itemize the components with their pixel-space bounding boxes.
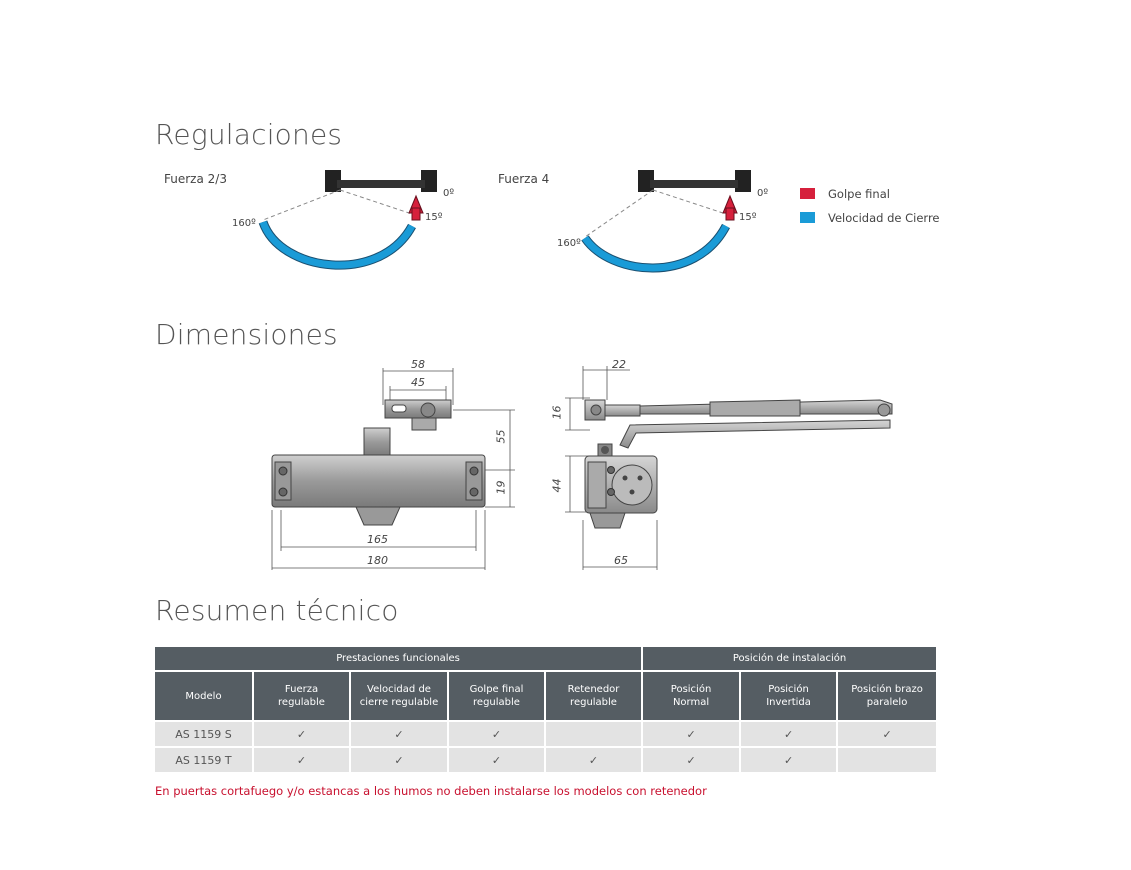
dim-19: 19	[494, 480, 508, 495]
dim-55: 55	[494, 429, 508, 444]
table-cell: ✓	[349, 746, 447, 772]
diagram-fuerza-4	[581, 170, 751, 273]
table-cell: ✓	[641, 746, 740, 772]
diagram-label-fuerza-4: Fuerza 4	[498, 172, 550, 186]
dim-16: 16	[550, 405, 564, 420]
diagram-fuerza-2-3	[258, 170, 437, 270]
table-cell	[544, 720, 642, 746]
legend-swatch-golpe-final	[800, 188, 815, 199]
dim-58: 58	[411, 358, 425, 371]
table-cell: ✓	[836, 720, 937, 746]
table-cell	[836, 746, 937, 772]
angle-0-right: 0º	[757, 188, 769, 199]
legend-label-velocidad-cierre: Velocidad de Cierre	[828, 211, 940, 225]
legend-swatch-velocidad-cierre	[800, 212, 815, 223]
dim-165: 165	[367, 533, 388, 546]
dim-22: 22	[612, 358, 626, 371]
warning-note: En puertas cortafuego y/o estancas a los…	[155, 784, 707, 798]
dim-180: 180	[367, 554, 388, 567]
section-title-resumen: Resumen técnico	[155, 594, 399, 627]
table-cell: ✓	[252, 746, 349, 772]
dim-44: 44	[550, 478, 564, 493]
table-header-paralelo: Posición brazo paralelo	[836, 670, 937, 720]
table-cell: ✓	[739, 720, 837, 746]
table-cell-model: AS 1159 T	[155, 746, 252, 772]
section-title-dimensiones: Dimensiones	[155, 318, 338, 351]
dim-45: 45	[411, 376, 425, 389]
table-group-prestaciones: Prestaciones funcionales	[155, 647, 642, 670]
table-row: AS 1159 T ✓ ✓ ✓ ✓ ✓ ✓	[155, 746, 937, 772]
table-header-retenedor-text: Retenedor regulable	[567, 684, 620, 708]
table-cell: ✓	[641, 720, 740, 746]
table-header-velocidad-text: Velocidad de cierre regulable	[359, 684, 439, 708]
table-row: AS 1159 S ✓ ✓ ✓ ✓ ✓ ✓	[155, 720, 937, 746]
table-header-normal-text: Posición Normal	[670, 684, 712, 708]
table-cell: ✓	[252, 720, 349, 746]
table-header-retenedor: Retenedor regulable	[544, 670, 642, 720]
angle-15-right: 15º	[739, 212, 757, 223]
angle-160-left: 160º	[232, 218, 256, 229]
dimension-drawing-side	[565, 366, 893, 570]
table-header-modelo: Modelo	[155, 670, 252, 720]
table-cell: ✓	[447, 720, 544, 746]
angle-15-left: 15º	[425, 212, 443, 223]
table-header-golpe: Golpe final regulable	[447, 670, 544, 720]
legend-label-golpe-final: Golpe final	[828, 187, 890, 201]
angle-0-left: 0º	[443, 188, 455, 199]
table-header-golpe-text: Golpe final regulable	[469, 684, 524, 708]
section-title-regulaciones: Regulaciones	[155, 118, 343, 151]
table-header-fuerza: Fuerza regulable	[252, 670, 349, 720]
angle-160-right: 160º	[557, 238, 581, 249]
table-header-velocidad: Velocidad de cierre regulable	[349, 670, 447, 720]
table-header-invertida-text: Posición Invertida	[766, 684, 811, 708]
table-cell-model: AS 1159 S	[155, 720, 252, 746]
table-header-invertida: Posición Invertida	[739, 670, 837, 720]
table-cell: ✓	[349, 720, 447, 746]
table-cell: ✓	[544, 746, 642, 772]
table-header-normal: Posición Normal	[641, 670, 740, 720]
dimension-drawing-front	[271, 368, 515, 570]
table-header-fuerza-text: Fuerza regulable	[278, 684, 325, 708]
table-cell: ✓	[447, 746, 544, 772]
table-header-paralelo-text: Posición brazo paralelo	[851, 684, 923, 708]
technical-summary-table: Prestaciones funcionales Posición de ins…	[155, 647, 937, 772]
table-cell: ✓	[739, 746, 837, 772]
table-group-posicion: Posición de instalación	[641, 647, 937, 670]
dim-65: 65	[614, 554, 628, 567]
diagram-label-fuerza-2-3: Fuerza 2/3	[164, 172, 227, 186]
